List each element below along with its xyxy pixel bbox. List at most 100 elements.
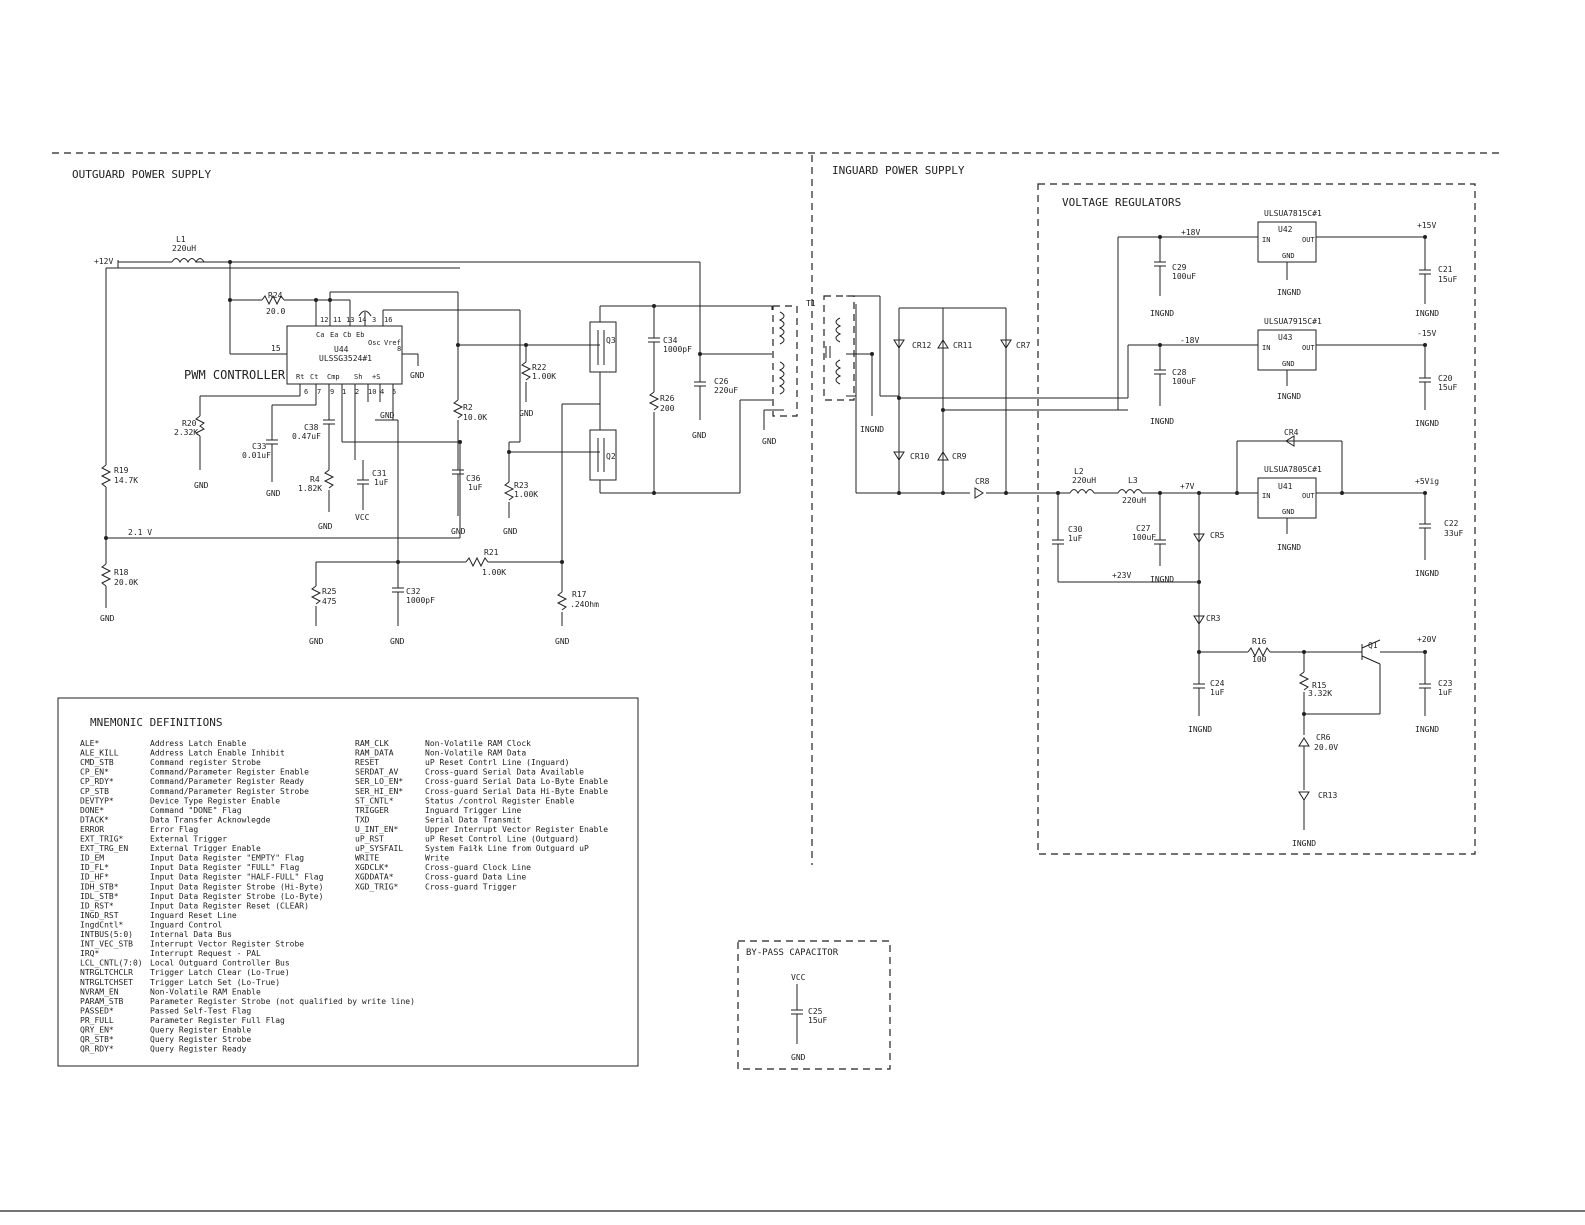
mnemonic-definition: Status /control Register Enable — [425, 796, 574, 805]
c22-val: 33uF — [1444, 529, 1463, 538]
mnemonic-definition: Parameter Register Full Flag — [150, 1016, 285, 1025]
r20-val: 2.32K — [174, 428, 198, 437]
svg-text:16: 16 — [384, 316, 392, 324]
c23-ingnd: INGND — [1415, 725, 1439, 734]
svg-text:10: 10 — [368, 388, 376, 396]
c33-val: 0.01uF — [242, 451, 271, 460]
r22-gnd: GND — [519, 409, 534, 418]
mnemonic-term: INT_VEC_STB — [80, 940, 133, 949]
inguard-title: INGUARD POWER SUPPLY — [832, 164, 965, 177]
mnemonic-term: PASSED* — [80, 1006, 114, 1015]
mnemonic-term: ALE* — [80, 739, 99, 748]
l1-val: 220uH — [172, 244, 196, 253]
cr11-ref: CR11 — [953, 341, 972, 350]
net-p5vig: +5Vig — [1415, 477, 1439, 486]
mnemonic-definition: System Faiłk Line from Outguard uP — [425, 844, 589, 853]
mnemonic-definition: Interrupt Vector Register Strobe — [150, 940, 304, 949]
mnemonic-definition: Command/Parameter Register Ready — [150, 777, 304, 786]
mnemonic-definition: External Trigger — [150, 835, 227, 844]
mnemonic-definition: Trigger Latch Set (Lo-True) — [150, 978, 280, 987]
c21-ingnd: INGND — [1415, 309, 1439, 318]
l3-val: 220uH — [1122, 496, 1146, 505]
c38-val: 0.47uF — [292, 432, 321, 441]
svg-text:8: 8 — [397, 345, 401, 353]
svg-text:Eb: Eb — [356, 331, 364, 339]
c23-ref: C23 — [1438, 679, 1453, 688]
c21-ref: C21 — [1438, 265, 1453, 274]
svg-text:IN: IN — [1262, 492, 1270, 500]
mnemonic-definition: Cross-guard Serial Data Hi-Byte Enable — [425, 787, 608, 796]
mnemonic-term: EXT_TRIG* — [80, 835, 124, 844]
bypass-gnd: GND — [791, 1053, 806, 1062]
q1-ref: Q1 — [1368, 641, 1378, 650]
cr12-ref: CR12 — [912, 341, 931, 350]
c36-ref: C36 — [466, 474, 481, 483]
c34-val: 1000pF — [663, 345, 692, 354]
c20-ref: C20 — [1438, 374, 1453, 383]
l2-val: 220uH — [1072, 476, 1096, 485]
mnemonic-definition: Cross-guard Serial Data Lo-Byte Enable — [425, 777, 608, 786]
mnemonic-term: IDL_STB* — [80, 892, 119, 901]
net-p15v: +15V — [1417, 221, 1436, 230]
voltage-regulators-box — [1037, 183, 1476, 855]
mnemonic-term: ERROR — [80, 825, 104, 834]
mnemonic-definition: Passed Self-Test Flag — [150, 1006, 251, 1015]
mnemonic-term: XGDDATA* — [355, 873, 394, 882]
cr13-ingnd: INGND — [1292, 839, 1316, 848]
svg-text:4: 4 — [380, 388, 384, 396]
mnemonic-term: ST_CNTL* — [355, 796, 394, 805]
r24-val: 20.0 — [266, 307, 285, 316]
c25-ref: C25 — [808, 1007, 823, 1016]
u44-chip — [286, 325, 403, 385]
mnemonic-term: SER_LO_EN* — [355, 777, 403, 786]
r4-ref: R4 — [310, 475, 320, 484]
u42-ref: U42 — [1278, 225, 1293, 234]
mnemonic-term: QR_STB* — [80, 1035, 114, 1044]
mnemonic-definition: Input Data Register "FULL" Flag — [150, 863, 299, 872]
mnemonic-term: QRY_EN* — [80, 1026, 114, 1035]
mnemonic-term: ID_FL* — [80, 863, 109, 872]
svg-text:12: 12 — [320, 316, 328, 324]
u43-val: ULSUA7915C#1 — [1264, 317, 1322, 326]
mnemonic-term: INTBUS(5:0) — [80, 930, 133, 939]
mnemonic-definition: Upper Interrupt Vector Register Enable — [425, 825, 608, 834]
svg-text:9: 9 — [330, 388, 334, 396]
c27-ref: C27 — [1136, 524, 1151, 533]
svg-text:Ca: Ca — [316, 331, 324, 339]
mnemonic-definition: Non-Volatile RAM Clock — [425, 739, 531, 748]
r22-ref: R22 — [532, 363, 547, 372]
mnemonic-term: IRQ* — [80, 949, 99, 958]
mnemonic-box — [57, 697, 639, 1067]
section-boundaries — [0, 152, 1585, 1212]
mnemonic-definition: Input Data Register Strobe (Hi-Byte) — [150, 882, 323, 891]
c31-val: 1uF — [374, 478, 389, 487]
mnemonic-term: LCL_CNTL(7:0) — [80, 959, 143, 968]
mnemonic-term: NTRGLTCHSET — [80, 978, 133, 987]
mnemonic-definition: Command "DONE" Flag — [150, 806, 242, 815]
c21-val: 15uF — [1438, 275, 1457, 284]
r18-gnd: GND — [100, 614, 115, 623]
c33-gnd: GND — [266, 489, 281, 498]
svg-text:11: 11 — [333, 316, 341, 324]
mnemonic-term: INGD_RST — [80, 911, 119, 920]
mnemonic-definition: uP Reset Control Line (Outguard) — [425, 835, 579, 844]
r25-ref: R25 — [322, 587, 337, 596]
mnemonic-definition: Non-Volatile RAM Data — [425, 749, 526, 758]
cr7-ref: CR7 — [1016, 341, 1031, 350]
svg-text:GND: GND — [1282, 252, 1295, 260]
mnemonic-definition: Cross-guard Serial Data Available — [425, 768, 584, 777]
mnemonic-definition: Local Outguard Controller Bus — [150, 959, 290, 968]
l1-ref: L1 — [176, 235, 186, 244]
c26-ref: C26 — [714, 377, 729, 386]
voltage-regulators-title: VOLTAGE REGULATORS — [1062, 196, 1181, 209]
mnemonic-definition: Query Register Ready — [150, 1045, 247, 1054]
bypass-capacitor-box — [737, 940, 891, 1070]
net-p12v: +12V — [94, 257, 113, 266]
mnemonic-definition: Parameter Register Strobe (not qualified… — [150, 997, 415, 1006]
c28-ingnd: INGND — [1150, 417, 1174, 426]
mnemonic-term: RESET — [355, 758, 379, 767]
net-p18v: +18V — [1181, 228, 1200, 237]
